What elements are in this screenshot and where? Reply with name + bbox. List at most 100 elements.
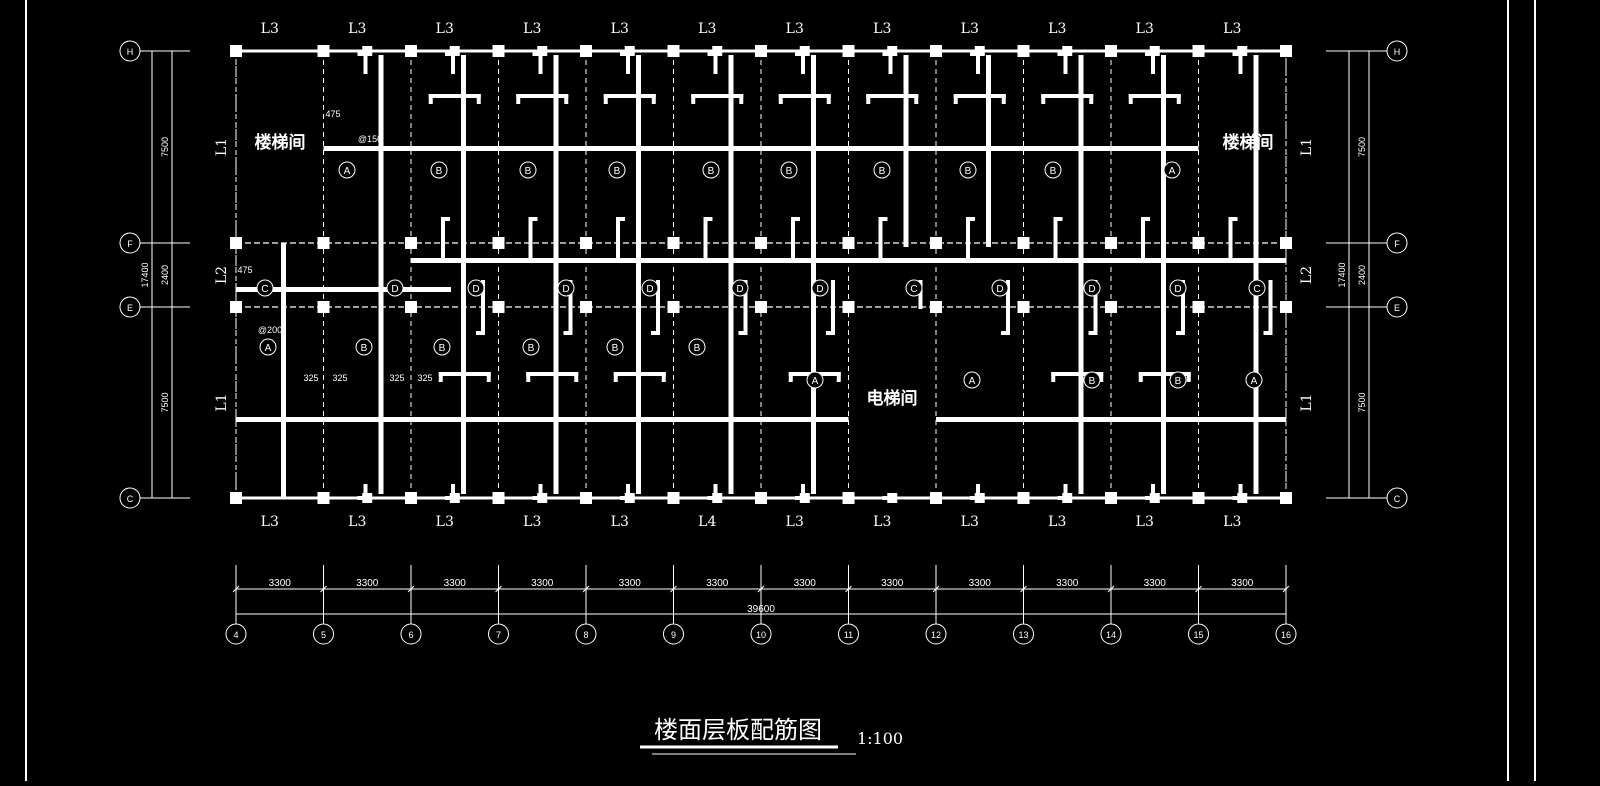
- rebar-corridor-hook: [1268, 280, 1273, 335]
- rebar-note: 325: [389, 373, 404, 383]
- slab-marker-top: [519, 161, 537, 179]
- column: [1017, 492, 1030, 504]
- axis-bubble: [750, 623, 772, 645]
- column: [492, 45, 505, 57]
- column: [1280, 492, 1292, 504]
- column-small: [1149, 493, 1160, 503]
- slab-marker-mid-label: C: [261, 284, 268, 295]
- rebar-hook: [1001, 94, 1006, 104]
- dim-total-label: 39600: [747, 604, 775, 615]
- slab-marker-bottom: [433, 338, 451, 356]
- rebar-bottom-short: [1051, 372, 1104, 376]
- rebar-hook: [1141, 217, 1150, 221]
- beam-label-bottom: L4: [698, 514, 716, 530]
- column: [667, 492, 680, 504]
- rebar-hook: [1228, 217, 1238, 221]
- slab-marker-mid: [1169, 279, 1187, 297]
- column: [930, 492, 942, 504]
- rebar-edge-hook: [1151, 52, 1155, 74]
- axis-label-F: F: [1394, 239, 1400, 249]
- rebar-hook: [1186, 372, 1191, 382]
- column: [755, 45, 767, 57]
- column-small: [1237, 46, 1248, 56]
- rebar-top-short: [953, 94, 1006, 98]
- beam-label-top: L3: [961, 21, 979, 37]
- dim-label: 3300: [706, 578, 729, 589]
- rebar-corridor-hook: [1141, 217, 1145, 262]
- axis-bubble: [838, 623, 859, 645]
- rebar-hook: [1053, 217, 1063, 221]
- rebar-vertical: [1078, 55, 1084, 494]
- column: [930, 301, 942, 313]
- axis-label: 16: [1281, 630, 1291, 640]
- column-small: [974, 46, 985, 56]
- column: [405, 45, 417, 57]
- column-small: [1062, 46, 1073, 56]
- slab-marker-top-label: B: [965, 166, 972, 177]
- column-small: [362, 493, 373, 503]
- rebar-note: 475: [237, 265, 252, 275]
- rebar-hook: [703, 217, 713, 221]
- rebar-vertical: [461, 55, 466, 494]
- rebar-vertical: [728, 55, 734, 494]
- dim-tick: [1195, 585, 1202, 593]
- slab-marker-top-label: B: [786, 166, 793, 177]
- drawing-frame-outer: [1534, 0, 1536, 781]
- beam-label-bottom: L3: [1223, 514, 1241, 530]
- rebar-vertical: [903, 55, 909, 247]
- slab-marker-top: [780, 161, 798, 179]
- dim-vertical-label: 7500: [1357, 137, 1367, 157]
- slab-marker-bottom: [259, 338, 277, 356]
- axis-label: 14: [1106, 630, 1116, 640]
- beam-label-top: L3: [698, 21, 716, 37]
- slab-marker-mid: [731, 279, 749, 297]
- beam-label-top: L3: [348, 21, 366, 37]
- slab-marker-bottom-label: B: [612, 343, 619, 354]
- rebar-hook: [651, 94, 656, 104]
- column-small: [624, 493, 635, 503]
- rebar-corridor-hook: [568, 280, 573, 335]
- column: [580, 45, 592, 57]
- rebar-edge-hook: [1063, 52, 1068, 74]
- rebar-hook: [486, 372, 491, 382]
- drawing-title: 楼面层板配筋图: [654, 716, 822, 744]
- column: [1017, 45, 1030, 57]
- rebar-hook: [528, 217, 538, 221]
- column: [1280, 237, 1292, 249]
- column: [755, 301, 767, 313]
- column: [667, 301, 680, 313]
- dim-tick: [932, 585, 940, 593]
- rebar-top-short: [778, 94, 831, 98]
- column: [230, 45, 242, 57]
- rebar-edge-hook: [626, 52, 630, 74]
- rebar-vertical: [378, 55, 384, 494]
- slab-marker-mid: [905, 279, 923, 297]
- slab-marker-bottom: [963, 371, 981, 389]
- column-small: [624, 46, 635, 56]
- rebar-corridor-hook: [703, 217, 708, 262]
- slab-marker-bottom: [1245, 371, 1263, 389]
- beam-label-bottom: L3: [961, 514, 979, 530]
- rebar-hook: [651, 331, 660, 335]
- axis-label: 9: [671, 630, 676, 640]
- beam-label-bottom: L3: [348, 514, 366, 530]
- rebar-hook: [476, 94, 481, 104]
- rebar-hook: [953, 94, 958, 104]
- drawing-scale: 1:100: [857, 729, 903, 748]
- column-small: [362, 46, 373, 56]
- rebar-hook: [1041, 94, 1046, 104]
- axis-label-H: H: [127, 47, 134, 57]
- axis-label-F: F: [127, 239, 133, 249]
- rebar-hook: [1001, 331, 1010, 335]
- beam-label-side: L1: [1299, 138, 1315, 156]
- rebar-hook: [661, 372, 666, 382]
- column: [580, 237, 592, 249]
- rebar-top-short: [1041, 94, 1094, 98]
- slab-marker-mid: [1083, 279, 1101, 297]
- column: [1105, 301, 1117, 313]
- dim-label: 3300: [1231, 578, 1254, 589]
- axis-label-C: C: [1394, 494, 1401, 504]
- rebar-hook: [1138, 372, 1143, 382]
